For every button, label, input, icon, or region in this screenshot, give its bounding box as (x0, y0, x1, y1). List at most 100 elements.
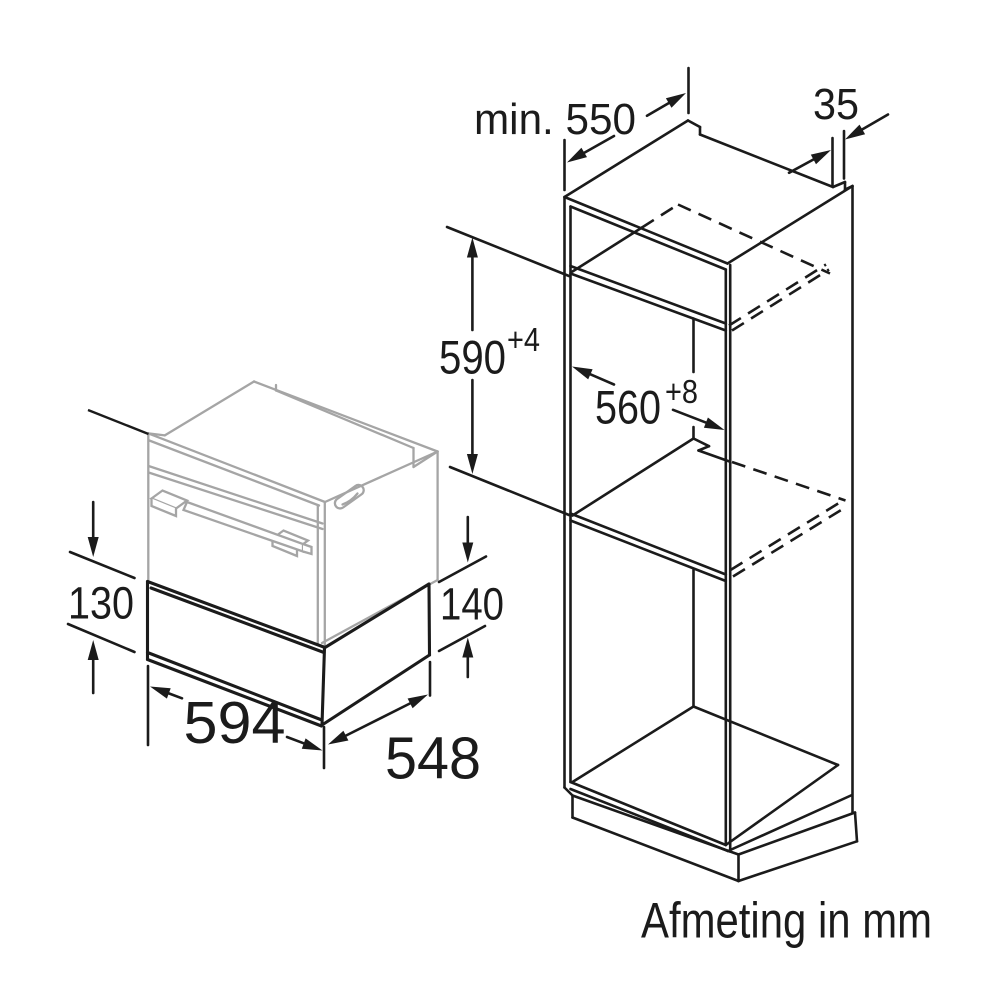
dim-140-ext-lower (437, 624, 487, 653)
dim-130-arrow-lower (87, 640, 99, 660)
niche-ceiling-left-edge (571, 226, 644, 273)
niche-floor-back-edge-hidden (731, 460, 846, 502)
dim-35-arrow-left (810, 150, 831, 165)
dim-594-line-left (167, 692, 184, 700)
cabinet-top-back-notch-right-a (831, 180, 847, 189)
niche-ceiling-back-edge-hidden (677, 203, 831, 275)
dim-560-line-right (671, 408, 708, 424)
cabinet-top-front-edge-inner (569, 205, 728, 271)
drawer-top-edge-inner (149, 586, 326, 655)
dim-140-ext-upper (437, 555, 488, 584)
dim-35-line-left (787, 158, 815, 175)
appliance-control-panel-line-upper (147, 464, 324, 525)
dim-130-ext-lower (66, 622, 136, 654)
niche-ceiling-right-edge-hidden-upper (728, 263, 827, 327)
cabinet-top-front-edge (563, 195, 729, 265)
dim-594-arrow-right (301, 738, 323, 751)
dim-140-arrow-lower (462, 637, 474, 658)
cabinet-top-right-edge (726, 184, 854, 265)
side-grip-recess-inner (341, 492, 359, 506)
warming-drawer-drawing (145, 579, 432, 728)
dim-550-arrow-left (567, 147, 587, 163)
cabinet-drawing (563, 119, 859, 883)
dim-590-ext-bottom (448, 465, 571, 517)
niche-ceiling-front-edge (569, 264, 728, 325)
dim-594-arrow-left (150, 686, 171, 699)
drawer-back-right-edge (427, 582, 432, 657)
drawer-front-right-edge (320, 645, 327, 727)
appliance-top-front-edge (147, 432, 327, 504)
drawer-bottom-edge (145, 650, 323, 722)
diagram-caption: Afmeting in mm (641, 893, 932, 949)
dim-548-arrow-right (407, 694, 428, 709)
niche-floor-front-edge-lower (569, 519, 728, 583)
dim-590-ext-top (445, 225, 571, 278)
niche-floor-notch-a (692, 437, 711, 448)
niche-floor-left-edge (571, 437, 695, 517)
cabinet-bottom-back-edge (692, 705, 840, 767)
dim-140-arrow-upper (462, 542, 474, 563)
dim-590-arrow-bottom (466, 454, 478, 474)
dimension-annotations (66, 66, 890, 770)
dim-594-label: 594 (184, 690, 286, 756)
plinth-side-top-edge (737, 811, 857, 856)
dim-560-arrow-left (572, 366, 593, 380)
plinth-step (563, 786, 574, 797)
appliance-drawing (147, 380, 439, 649)
cabinet-side-bottom-edge (726, 793, 854, 853)
plinth-side-bottom-edge (737, 839, 859, 883)
dim-35-label: 35 (813, 80, 859, 129)
drawer-bottom-edge-lower (145, 657, 324, 728)
dim-560-label: 560 (595, 381, 661, 434)
drawer-side-bottom-edge (320, 653, 432, 727)
niche-floor-front-edge (569, 512, 728, 576)
dim-550-label: min. 550 (474, 95, 636, 144)
appliance-top-front-edge-inner (148, 439, 321, 507)
appliance-top-reference-line (87, 408, 149, 436)
niche-ceiling-right-edge-hidden-lower (731, 268, 830, 332)
handle-bracket-left-front (150, 497, 178, 518)
dim-35-line-right (860, 113, 890, 131)
dim-130-ext-upper (68, 550, 136, 580)
handle-bracket-left-top (149, 489, 190, 510)
cabinet-top-back-notch-left-a (686, 119, 702, 129)
dim-550-line-left (581, 134, 616, 155)
niche-ceiling-left-edge-hidden (641, 203, 679, 229)
niche-floor-notch-c (697, 449, 731, 463)
cabinet-bottom-left-edge (571, 705, 695, 784)
appliance-top-back-edge-inner (274, 389, 415, 450)
dim-550-line-right (645, 101, 671, 118)
drawer-top-edge (145, 579, 327, 650)
right-wall-bottom-edge (724, 763, 840, 847)
cabinet-top-back-edge (698, 133, 835, 189)
dim-35-arrow-right (845, 124, 866, 140)
plinth-back-edge (853, 811, 859, 843)
plinth-top-front-edge (571, 794, 740, 856)
dim-130-arrow-upper (87, 537, 99, 557)
cabinet-bottom-front-edge (569, 780, 728, 847)
dim-590-label: 590 (439, 331, 506, 384)
dim-560-tolerance: +8 (665, 373, 698, 410)
dim-560-line-left (589, 372, 616, 386)
dim-548-line (344, 702, 412, 737)
side-grip-recess (333, 483, 365, 510)
dim-548-label: 548 (385, 726, 481, 792)
dim-594-line-right (285, 735, 305, 745)
dim-140-label: 140 (440, 579, 504, 630)
dim-590-tolerance: +4 (507, 321, 540, 358)
dim-548-arrow-left (328, 730, 349, 745)
plinth-bottom-front-edge (571, 816, 740, 883)
cabinet-top-left-edge (563, 119, 690, 199)
dim-550-arrow-right (665, 93, 686, 108)
niche-ceiling-front-edge-lower (569, 272, 728, 332)
dim-590-arrow-top (466, 237, 478, 258)
drawer-side-top-edge (323, 582, 431, 650)
appliance-top-left-edge (163, 380, 256, 437)
appliance-control-panel-line-lower (147, 471, 324, 531)
handle-bar-end-cap (301, 542, 313, 556)
dim-560-arrow-right (703, 417, 725, 430)
